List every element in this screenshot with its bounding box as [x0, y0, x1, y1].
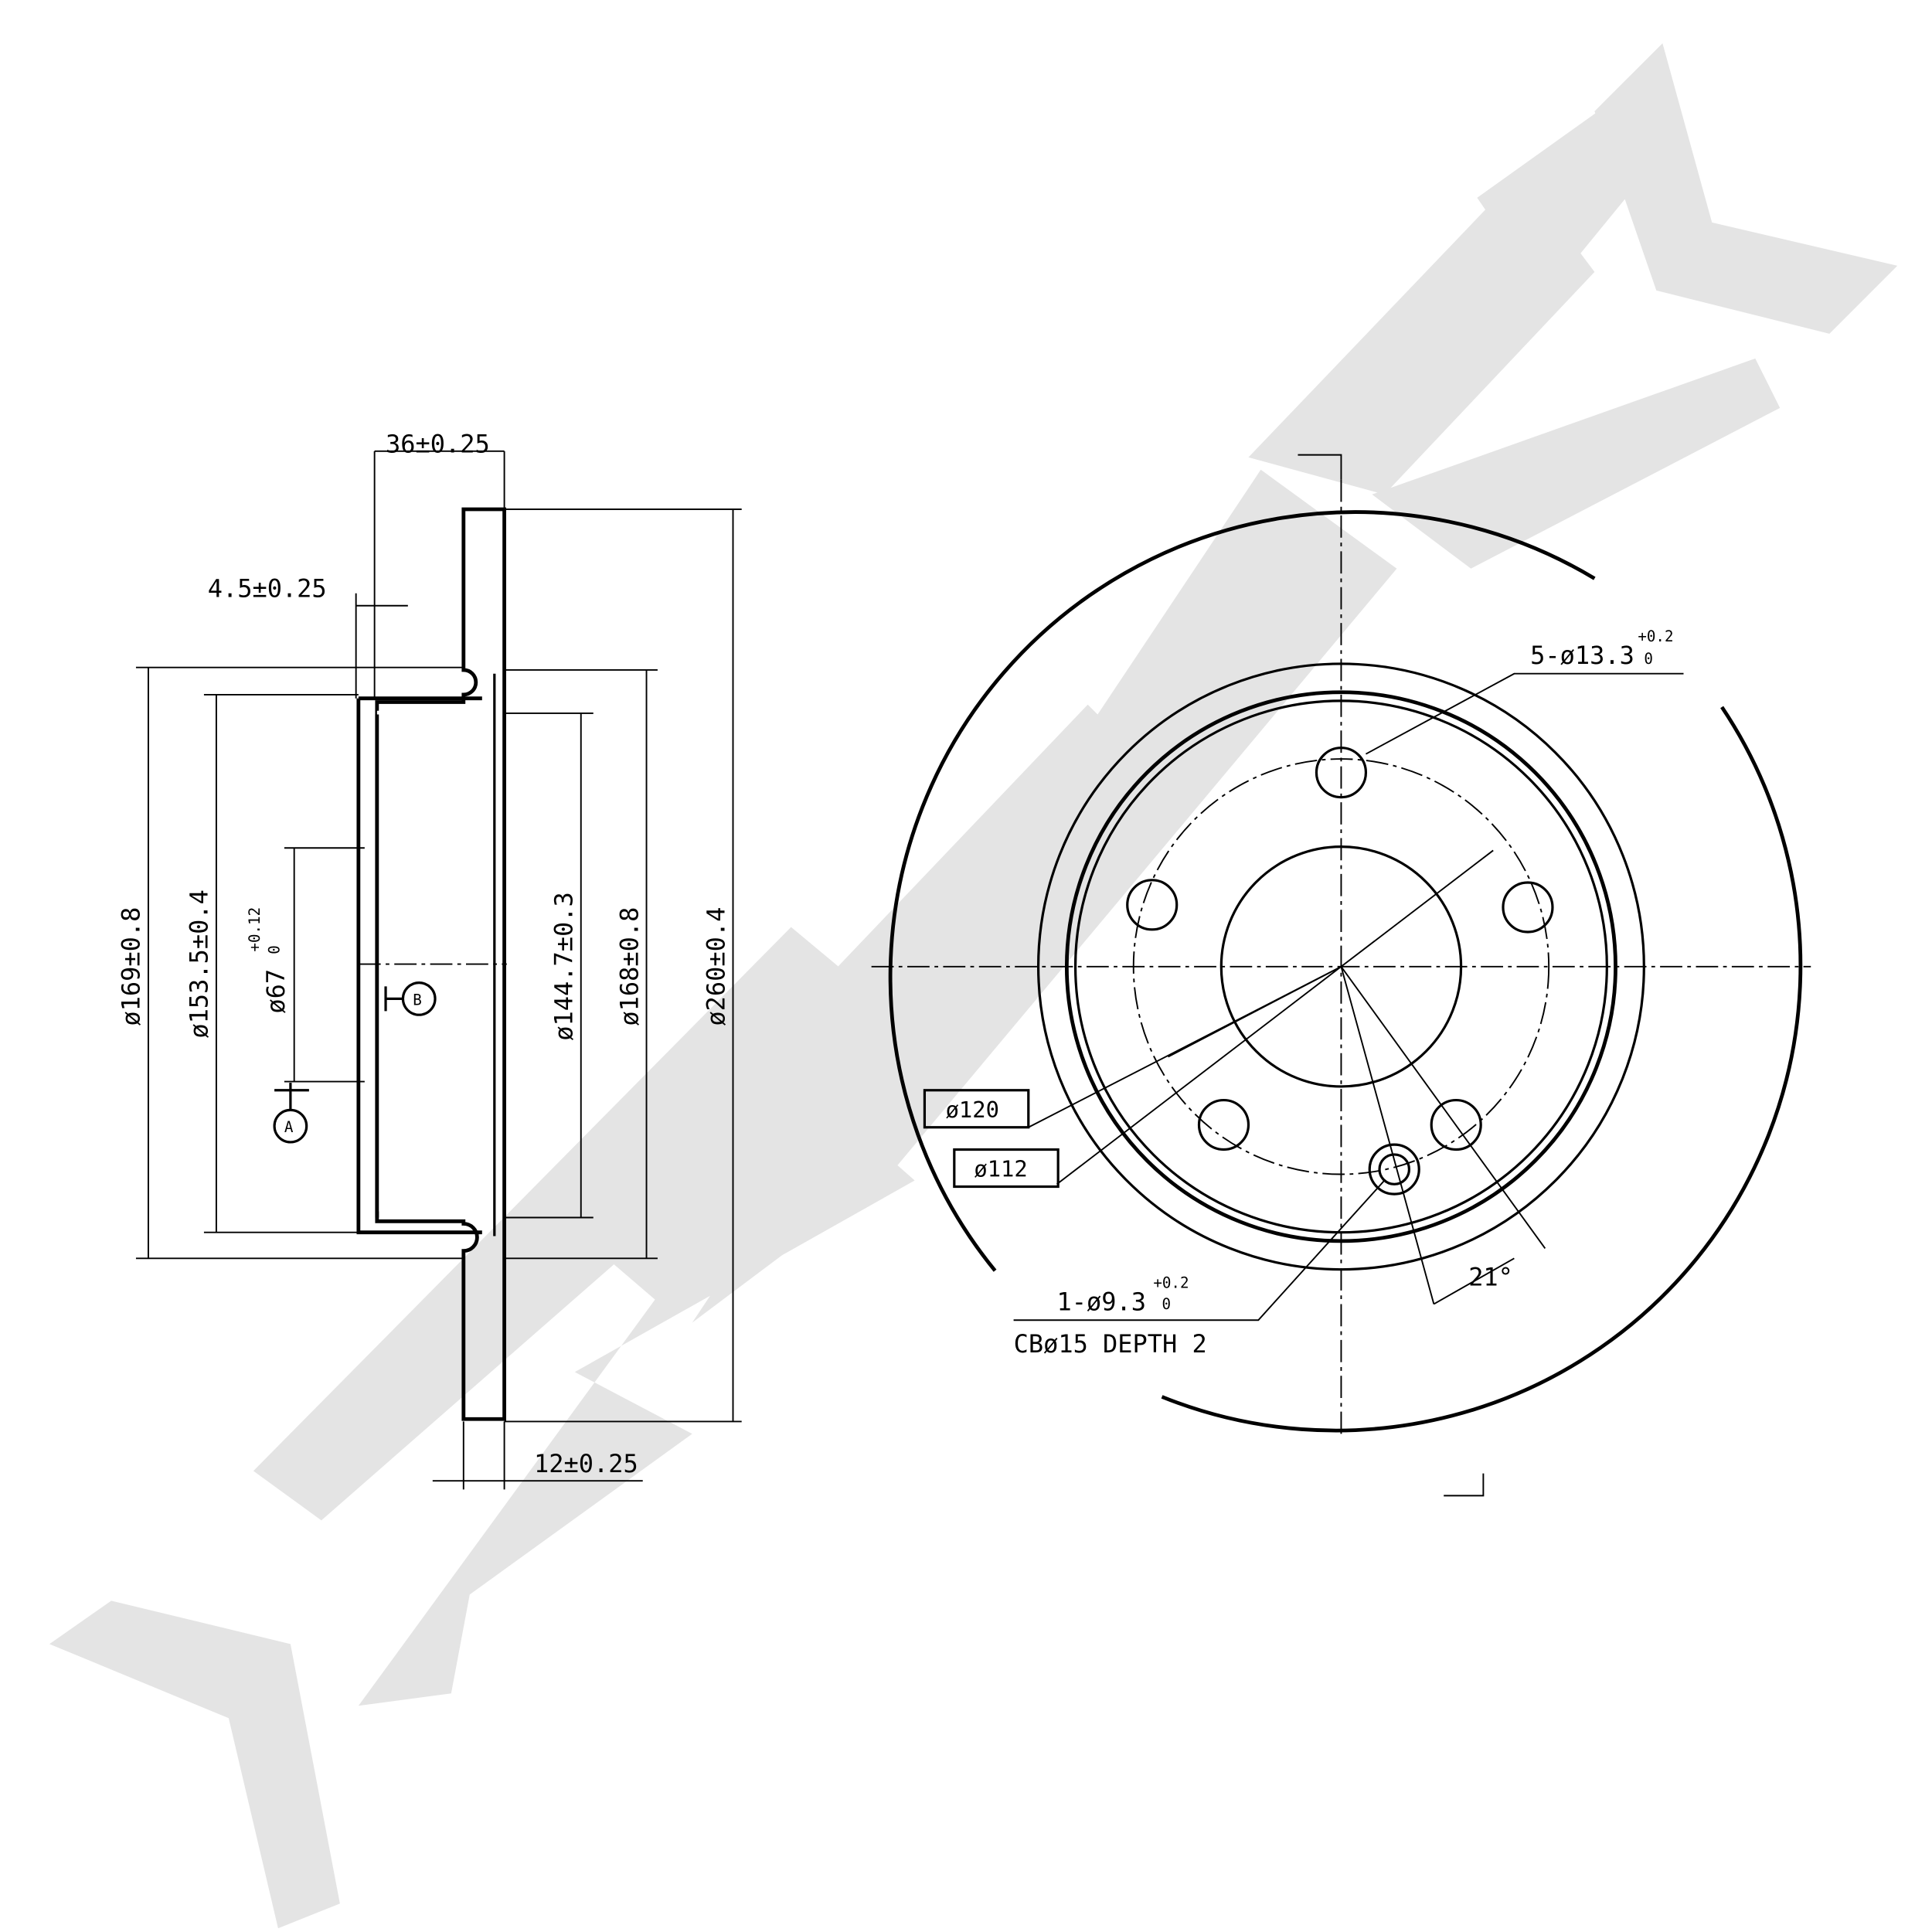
dim-dia-67: ø67	[261, 969, 291, 1014]
dim-dia-67-tol-upper: +0.12	[246, 907, 264, 952]
dim-dia-144: ø144.7±0.3	[549, 892, 579, 1040]
label-bolt-tol-lower: 0	[1644, 650, 1653, 668]
dim-disc-thickness: 12±0.25	[534, 1449, 638, 1478]
label-bolt-holes: 5-ø13.3	[1530, 641, 1634, 670]
label-pin-hole: 1-ø9.3	[1057, 1287, 1146, 1316]
label-dia-120: ø120	[946, 1097, 999, 1123]
watermark-logo	[49, 43, 1898, 1929]
label-counterbore: CBø15 DEPTH 2	[1014, 1329, 1207, 1359]
label-angle: 21°	[1468, 1262, 1513, 1291]
label-pin-tol-upper: +0.2	[1153, 1274, 1189, 1292]
label-pin-tol-lower: 0	[1162, 1295, 1172, 1313]
dim-hat-thickness: 4.5±0.25	[208, 574, 327, 604]
label-dia-112: ø112	[974, 1156, 1027, 1182]
front-view	[871, 454, 1811, 1497]
dim-width-total: 36±0.25	[386, 429, 490, 458]
dim-dia-169: ø169±0.8	[117, 907, 146, 1026]
bolt-holes	[1126, 747, 1554, 1196]
label-bolt-tol-upper: +0.2	[1638, 628, 1673, 645]
dim-dia-67-tol-lower: 0	[265, 945, 283, 954]
dim-dia-260: ø260±0.4	[701, 907, 730, 1026]
dim-dia-168: ø168±0.8	[614, 907, 644, 1026]
dim-dia-153: ø153.5±0.4	[185, 889, 214, 1038]
datum-a: A	[284, 1118, 294, 1136]
side-section-view	[135, 450, 742, 1490]
datum-b: B	[413, 991, 422, 1009]
